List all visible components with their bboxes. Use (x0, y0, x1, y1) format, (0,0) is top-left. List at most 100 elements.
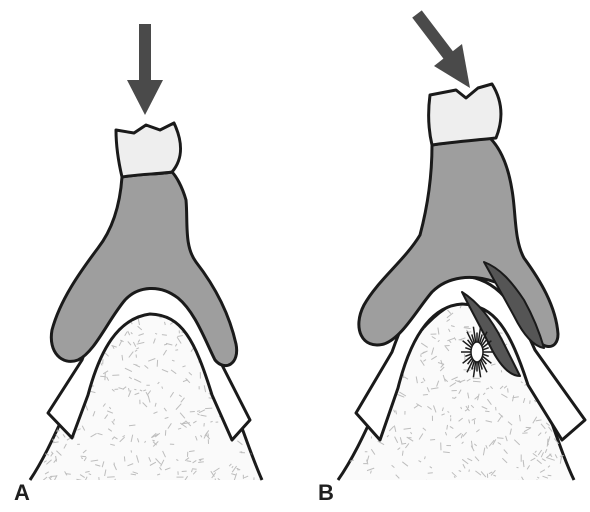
bone-speckle (374, 346, 378, 351)
bone-speckle (38, 321, 43, 322)
bone-speckle (250, 432, 253, 436)
bone-speckle (251, 445, 254, 446)
bone-speckle (376, 355, 380, 358)
bone-speckle (353, 405, 354, 407)
bone-speckle (45, 326, 49, 328)
bone-speckle (50, 426, 56, 430)
bone-speckle (363, 351, 369, 354)
bone-speckle (258, 368, 259, 371)
bone-speckle (567, 375, 568, 380)
bone-speckle (544, 353, 545, 356)
bone-speckle (124, 456, 125, 461)
bone-speckle (350, 319, 351, 323)
bone-speckle (536, 480, 538, 484)
bone-speckle (559, 355, 567, 358)
bone-speckle (473, 381, 481, 382)
bone-speckle (129, 425, 135, 426)
bone-speckle (50, 403, 51, 407)
bone-speckle (253, 437, 255, 441)
bone-speckle (348, 424, 352, 427)
bone-speckle (485, 411, 489, 412)
bone-speckle (557, 352, 559, 357)
bone-speckle (213, 481, 214, 485)
bone-speckle (261, 313, 263, 320)
bone-speckle (345, 448, 347, 449)
bone-speckle (349, 439, 351, 443)
bone-speckle (42, 323, 44, 328)
bone-speckle (257, 381, 261, 386)
bone-speckle (50, 476, 56, 477)
bone-speckle (47, 354, 49, 358)
bone-speckle (50, 371, 51, 374)
bone-speckle (197, 411, 200, 412)
bone-speckle (556, 362, 561, 368)
bone-speckle (42, 435, 47, 441)
bone-speckle (53, 369, 57, 375)
bone-speckle (443, 452, 450, 453)
force-arrow-a-shaft (139, 24, 151, 82)
bone-speckle (430, 440, 435, 441)
bone-speckle (47, 378, 55, 379)
bone-speckle (548, 475, 552, 476)
force-arrow-b (417, 14, 470, 88)
bone-speckle (257, 406, 259, 408)
panel-label-a: A (14, 480, 30, 505)
force-arrow-a (127, 24, 163, 115)
bone-speckle (349, 340, 352, 342)
bone-speckle (51, 374, 54, 380)
bone-speckle (245, 328, 249, 332)
bone-speckle (349, 432, 350, 434)
bone-speckle (497, 438, 504, 439)
bone-speckle (357, 300, 359, 304)
panel-a: A (14, 24, 265, 505)
bone-speckle (55, 386, 56, 392)
bone-speckle (347, 316, 352, 317)
bone-speckle (248, 382, 253, 388)
bone-speckle (55, 357, 58, 361)
bone-speckle (192, 469, 197, 470)
bone-speckle (245, 397, 248, 402)
bone-speckle (564, 349, 566, 352)
bone-speckle (346, 377, 349, 380)
force-arrow-b-shaft (417, 14, 452, 60)
bone-speckle (228, 368, 235, 369)
bone-speckle (380, 355, 385, 360)
bone-speckle (249, 321, 251, 325)
bone-speckle (570, 373, 572, 380)
bone-speckle (447, 425, 448, 430)
bone-speckle (253, 363, 255, 368)
bone-speckle (257, 427, 260, 428)
bone-speckle (547, 481, 549, 483)
bone-speckle (358, 354, 365, 356)
bone-speckle (401, 443, 406, 444)
bone-speckle (359, 423, 361, 427)
bone-speckle (565, 369, 568, 374)
bone-speckle (552, 360, 560, 361)
bone-speckle (255, 369, 262, 373)
bone-speckle (47, 313, 49, 315)
bone-speckle (56, 357, 58, 358)
bone-speckle (518, 480, 520, 483)
bone-speckle (238, 327, 241, 329)
bone-speckle (254, 338, 257, 339)
bone-speckle (47, 338, 48, 340)
bone-speckle (508, 388, 509, 392)
bone-speckle (49, 362, 51, 363)
bone-speckle (423, 395, 428, 396)
bone-speckle (555, 306, 557, 309)
bone-speckle (554, 348, 560, 349)
bone-speckle (345, 414, 352, 418)
bone-speckle (369, 358, 371, 360)
bone-speckle (48, 427, 51, 428)
bone-speckle (257, 405, 259, 409)
bone-speckle (352, 371, 353, 378)
bone-speckle (259, 411, 261, 412)
bone-speckle (40, 405, 46, 407)
bone-speckle (345, 317, 348, 318)
bone-speckle (361, 384, 367, 388)
crown-b (429, 84, 501, 145)
bone-speckle (346, 421, 349, 427)
bone-speckle (423, 480, 427, 483)
bone-speckle (259, 480, 260, 488)
bone-speckle (252, 333, 255, 334)
